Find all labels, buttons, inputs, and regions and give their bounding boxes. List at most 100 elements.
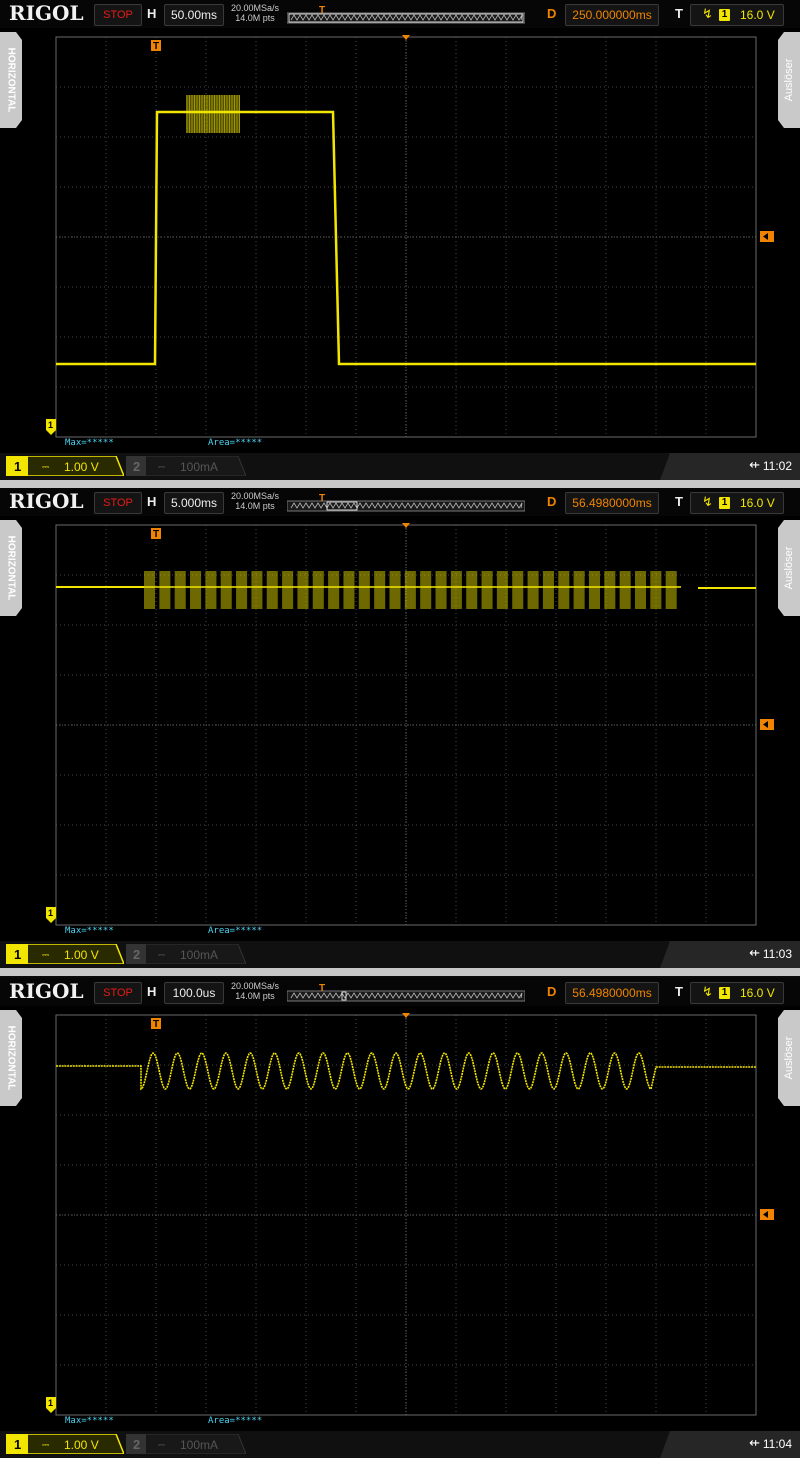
trigger-delay-value[interactable]: 250.000000ms [565,4,659,26]
trigger-position-marker-icon: T [319,983,325,994]
waveform-display[interactable]: T 1 [46,1013,774,1416]
trigger-source-channel: 1 [719,9,730,21]
memory-depth: 14.0M pts [235,991,275,1001]
channel-2-number: 2 [133,947,140,962]
status-area [660,1431,800,1458]
burst-segment [404,571,416,609]
timebase-value[interactable]: 100.0us [164,982,224,1004]
trigger-label: T [675,6,683,21]
burst-segment [174,571,186,609]
trigger-settings[interactable]: ↯ 1 16.0 V [690,492,784,514]
burst-segment [251,571,263,609]
burst-segment [144,571,156,609]
trigger-level-value: 16.0 V [740,986,775,1000]
scope-screen-3: RIGOL STOP H 100.0us 20.00MSa/s 14.0M pt… [0,978,800,1458]
burst-segment [358,571,370,609]
memory-position-bar[interactable]: T [287,492,525,512]
sample-rate: 20.00MSa/s [230,491,280,501]
burst-segment [343,571,355,609]
run-stop-button[interactable]: STOP [94,4,142,26]
memory-position-bar[interactable]: T [287,982,525,1002]
horizontal-menu-tab[interactable] [0,1010,22,1106]
memory-view-window [326,501,358,511]
burst-segment [496,571,508,609]
timebase-value[interactable]: 50.00ms [164,4,224,26]
trigger-level-marker-icon [760,231,774,242]
waveform-display[interactable]: T 1 [46,523,774,926]
memory-position-bar[interactable]: T [287,4,525,24]
channel-2-button[interactable]: 2 ⎓ 100mA [126,1434,246,1454]
trigger-menu-tab[interactable] [778,32,800,128]
burst-segment [481,571,493,609]
rising-edge-icon: ↯ [702,984,713,999]
memory-depth: 14.0M pts [235,13,275,23]
dc-coupling-icon: ⎓ [42,950,49,960]
channel-1-scale: 1.00 V [64,948,99,962]
burst-segment [420,571,432,609]
channel-2-scale: 100mA [180,1438,218,1452]
trigger-label: T [675,984,683,999]
burst-segment [205,571,217,609]
timebase-value[interactable]: 5.000ms [164,492,224,514]
burst-segment [558,571,570,609]
dc-coupling-icon: ⎓ [158,950,165,960]
channel-1-button[interactable]: 1 ⎓ 1.00 V [6,944,124,964]
burst-segment [588,571,600,609]
channel-2-button[interactable]: 2 ⎓ 100mA [126,944,246,964]
channel-2-scale: 100mA [180,948,218,962]
trigger-delay-value[interactable]: 56.4980000ms [565,492,659,514]
channel-1-trace [56,571,756,609]
trigger-source-channel: 1 [719,497,730,509]
memory-waveform-preview [290,502,523,509]
trigger-label: T [675,494,683,509]
graticule [55,36,757,438]
svg-text:1: 1 [48,908,53,918]
channel-1-scale: 1.00 V [64,460,99,474]
channel-1-trace [56,1052,756,1091]
trigger-time-marker-icon: T [151,40,161,52]
screen-separator [0,968,800,976]
trigger-delay-value[interactable]: 56.4980000ms [565,982,659,1004]
trigger-position-marker-icon: T [319,5,325,16]
rising-edge-icon: ↯ [702,6,713,21]
measurement-max: Max=***** [65,438,114,448]
channel-1-button[interactable]: 1 ⎓ 1.00 V [6,1434,124,1454]
memory-view-window [341,991,347,1001]
trigger-level-marker-icon [760,1209,774,1220]
horizontal-menu-tab[interactable] [0,520,22,616]
horizontal-label: H [147,494,157,509]
measurement-max: Max=***** [65,926,114,936]
svg-text:T: T [153,41,159,52]
burst-segment [220,571,232,609]
acquisition-info: 20.00MSa/s 14.0M pts [226,981,284,1001]
burst-segment [573,571,585,609]
center-position-marker-icon [402,35,410,40]
burst-segment [389,571,401,609]
burst-segment [374,571,386,609]
status-area [660,453,800,480]
channel-1-number: 1 [14,947,21,962]
waveform-display[interactable]: T 1 [46,35,774,438]
center-position-marker-icon [402,523,410,528]
memory-waveform-preview [290,992,523,999]
burst-segment [665,571,677,609]
channel-1-button[interactable]: 1 ⎓ 1.00 V [6,456,124,476]
trigger-menu-tab[interactable] [778,1010,800,1106]
run-stop-button[interactable]: STOP [94,982,142,1004]
burst-segment [604,571,616,609]
memory-view-window [288,13,524,23]
system-clock: 11:04 [762,1437,792,1451]
channel-1-ground-marker-icon: 1 [46,1397,56,1413]
trigger-settings[interactable]: ↯ 1 16.0 V [690,4,784,26]
trigger-settings[interactable]: ↯ 1 16.0 V [690,982,784,1004]
graticule [55,1014,757,1416]
trigger-level-value: 16.0 V [740,8,775,22]
delay-label: D [547,984,557,999]
trigger-menu-tab[interactable] [778,520,800,616]
burst-segment [619,571,631,609]
measurement-area: Area=***** [208,438,263,448]
top-status-bar: RIGOL STOP H 5.000ms 20.00MSa/s 14.0M pt… [0,488,800,516]
run-stop-button[interactable]: STOP [94,492,142,514]
horizontal-menu-tab[interactable] [0,32,22,128]
channel-2-button[interactable]: 2 ⎓ 100mA [126,456,246,476]
